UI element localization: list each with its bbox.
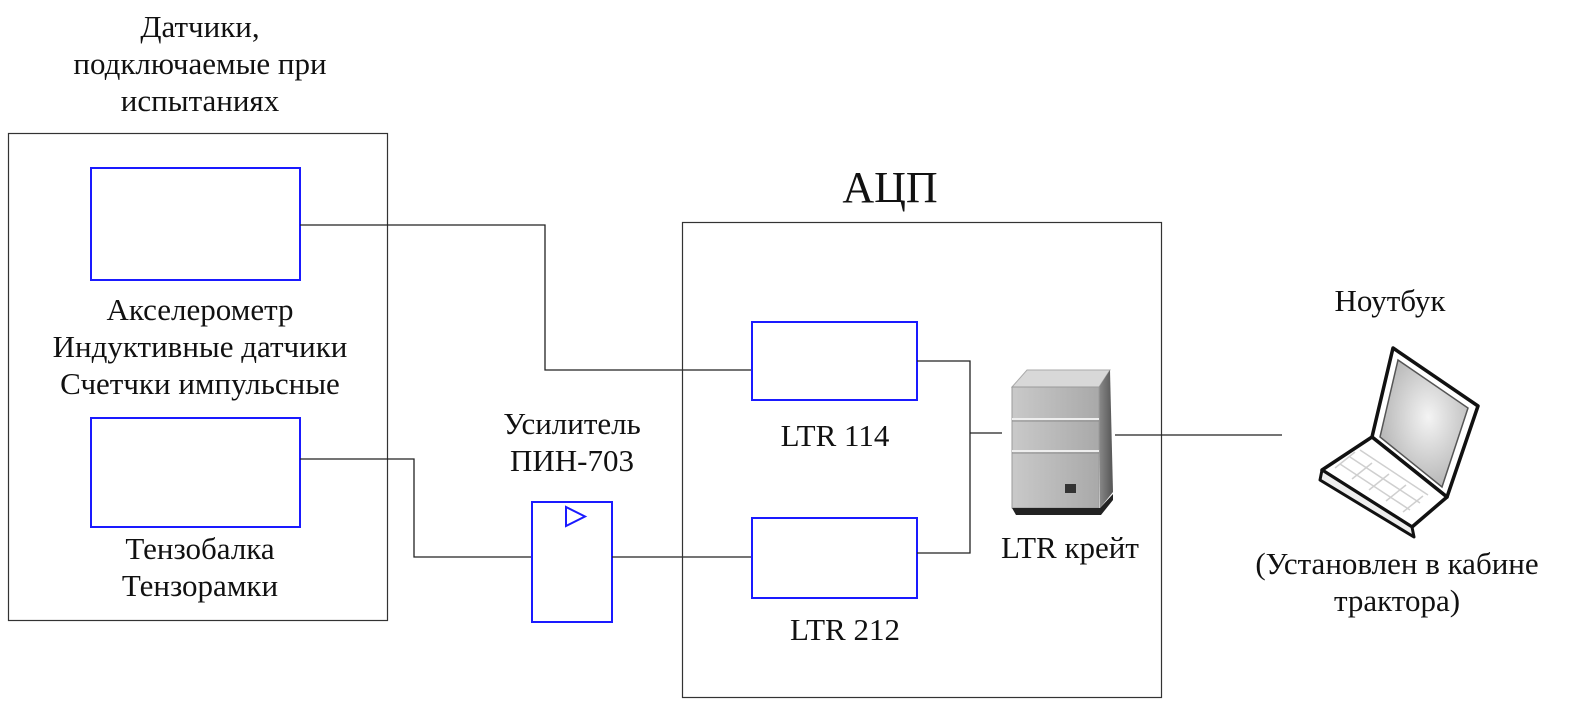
wire-sensor-bottom-to-amplifier [300,458,532,558]
laptop-note: (Установлен в кабине трактора) [1200,545,1594,619]
adc-title: АЦП [842,163,938,212]
sensor-bottom-label-line-2: Тензорамки [121,568,279,604]
amplifier-block [531,501,613,623]
laptop-note-line-2: трактора) [1333,583,1461,619]
ltr212-label: LTR 212 [790,612,900,647]
amplifier-label-line-2: ПИН-703 [510,443,634,479]
sensor-top-label-line-1: Акселерометр [106,292,294,327]
sensor-block-top [90,167,301,281]
sensors-group-title: Датчики, подключаемые при испытаниях [40,8,360,120]
sensors-group-title-line-1: Датчики, [140,9,260,44]
crate-label: LTR крейт [1001,530,1139,565]
laptop-note-line-1: (Установлен в кабине [1255,546,1539,581]
sensor-block-bottom [90,417,301,528]
sensors-group-title-line-2: подключаемые при [73,46,327,82]
server-crate-icon [1010,369,1113,515]
sensor-top-label-line-2: Индуктивные датчики [52,329,348,365]
sensors-group-title-line-3: испытаниях [120,83,280,119]
amplifier-label: Усилитель ПИН-703 [472,405,672,479]
sensor-bottom-label-line-1: Тензобалка [125,531,275,566]
ltr114-module-block [751,321,918,401]
ltr212-module-block [751,517,918,599]
wire-modules-bus [917,360,971,554]
sensor-top-label-line-3: Счетчки импульсные [60,366,340,402]
wire-sensor-top-to-ltr114 [300,224,752,371]
sensor-top-label: Акселерометр Индуктивные датчики Счетчки… [10,291,390,403]
adc-frame [681,221,1163,699]
sensors-group-frame [7,132,389,622]
laptop-icon [1318,346,1480,539]
laptop-title: Ноутбук [1334,283,1446,318]
ltr114-label: LTR 114 [780,418,890,453]
amplifier-label-line-1: Усилитель [503,406,641,441]
sensor-bottom-label: Тензобалка Тензорамки [10,530,390,604]
amplifier-triangle-icon [565,505,588,528]
